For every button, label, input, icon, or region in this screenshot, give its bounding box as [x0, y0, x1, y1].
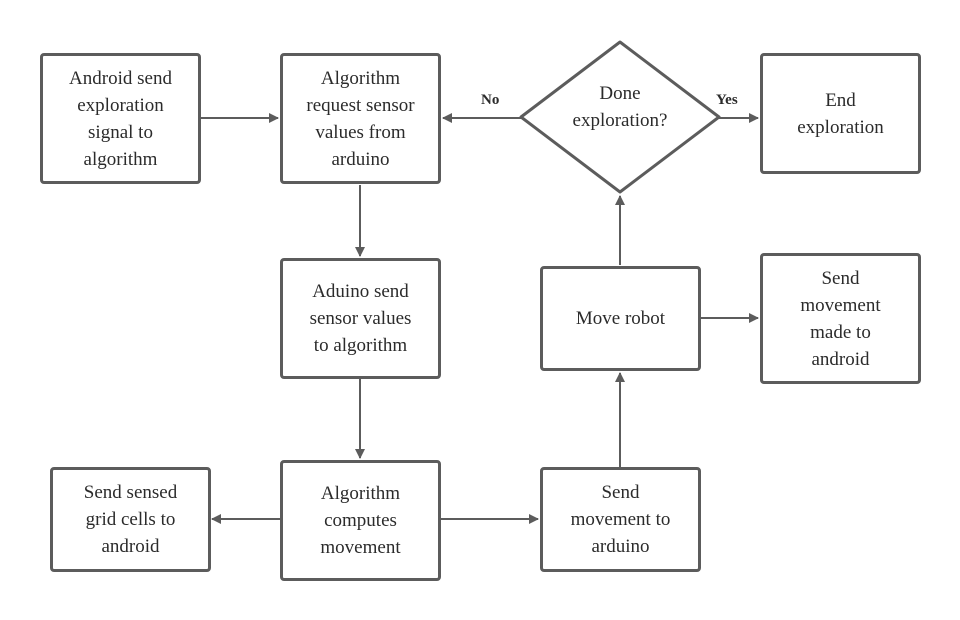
node-done-exploration: Done exploration?	[572, 83, 668, 131]
node-send-movement-arduino: Send movement to arduino	[540, 467, 701, 572]
edge-label-yes: Yes	[716, 92, 738, 108]
node-compute-movement: Algorithm computes movement	[280, 460, 441, 581]
node-request-sensor: Algorithm request sensor values from ard…	[280, 53, 441, 184]
node-send-grid-cells: Send sensed grid cells to android	[50, 467, 211, 572]
node-move-robot: Move robot	[540, 266, 701, 371]
node-send-movement-android: Send movement made to android	[760, 253, 921, 384]
decision-diamond	[519, 40, 721, 194]
node-arduino-send-values: Aduino send sensor values to algorithm	[280, 258, 441, 379]
edge-label-no: No	[481, 92, 500, 108]
node-android-send-signal: Android send exploration signal to algor…	[40, 53, 201, 184]
node-end-exploration: End exploration	[760, 53, 921, 174]
